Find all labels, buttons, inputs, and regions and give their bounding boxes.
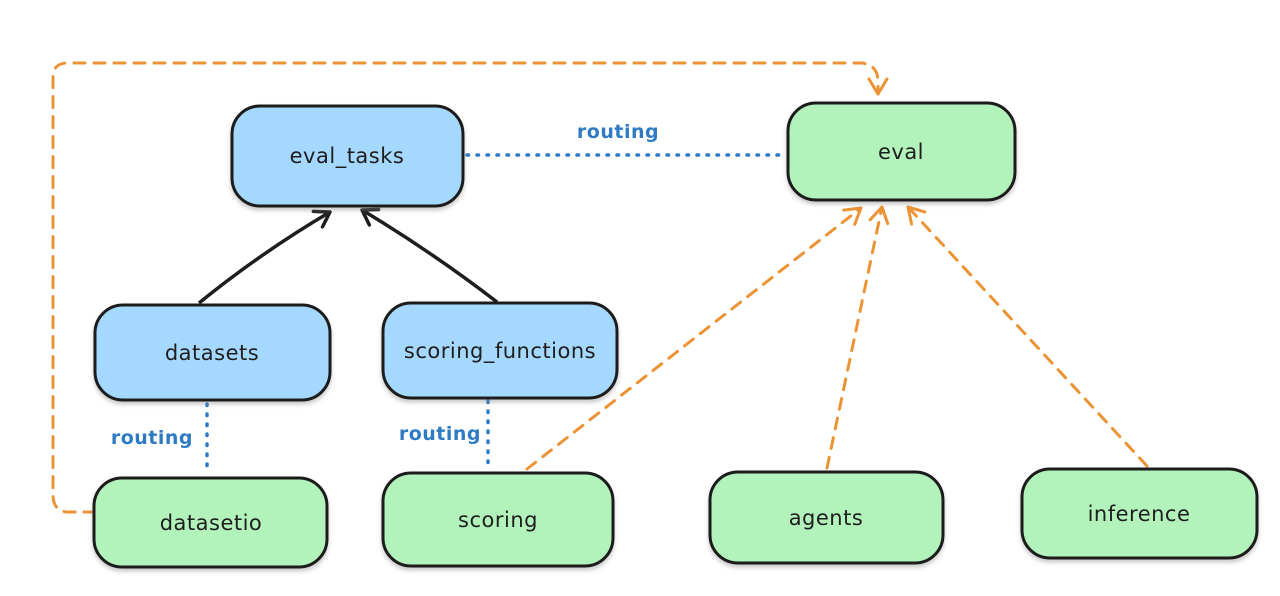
node-datasetio: datasetio xyxy=(92,476,329,569)
edge-label-routing-datasets: routing xyxy=(111,427,193,449)
node-scoring-functions-box xyxy=(381,301,619,400)
node-scoring-label: scoring xyxy=(458,508,538,532)
node-agents-label: agents xyxy=(789,506,864,530)
node-datasets-box xyxy=(93,303,332,402)
node-inference: inference xyxy=(1020,467,1259,560)
node-datasetio-label: datasetio xyxy=(160,511,263,535)
node-inference-label: inference xyxy=(1088,502,1191,526)
edge-scoring-functions-to-eval-tasks xyxy=(360,207,499,304)
node-datasets: datasets xyxy=(93,303,332,402)
node-eval-tasks-box xyxy=(230,104,465,208)
nodes-layer: eval_tasks eval datasets scoring_functio… xyxy=(92,101,1259,569)
node-eval-tasks: eval_tasks xyxy=(230,104,465,208)
node-eval-label: eval xyxy=(878,140,924,164)
node-eval-tasks-label: eval_tasks xyxy=(290,144,405,169)
edge-label-routing-top: routing xyxy=(577,121,659,143)
node-agents: agents xyxy=(708,470,945,565)
node-agents-box xyxy=(708,470,945,565)
node-scoring-functions: scoring_functions xyxy=(381,301,619,400)
node-eval-box xyxy=(786,101,1017,202)
edge-inference-to-eval xyxy=(906,205,1149,468)
edge-scoring-to-eval xyxy=(525,206,863,471)
edge-datasets-to-eval-tasks xyxy=(197,209,332,305)
edge-label-routing-scoring: routing xyxy=(399,423,481,445)
node-scoring-box xyxy=(381,471,615,568)
node-scoring: scoring xyxy=(381,471,615,568)
node-datasets-label: datasets xyxy=(165,341,259,365)
edge-datasetio-to-eval xyxy=(51,61,889,514)
node-eval: eval xyxy=(786,101,1017,202)
node-inference-box xyxy=(1020,467,1259,560)
edges-layer xyxy=(51,61,1149,514)
edge-agents-to-eval xyxy=(825,205,890,470)
node-datasetio-box xyxy=(92,476,329,569)
edge-labels-layer: routing routing routing xyxy=(111,121,659,449)
node-scoring-functions-label: scoring_functions xyxy=(404,339,596,364)
